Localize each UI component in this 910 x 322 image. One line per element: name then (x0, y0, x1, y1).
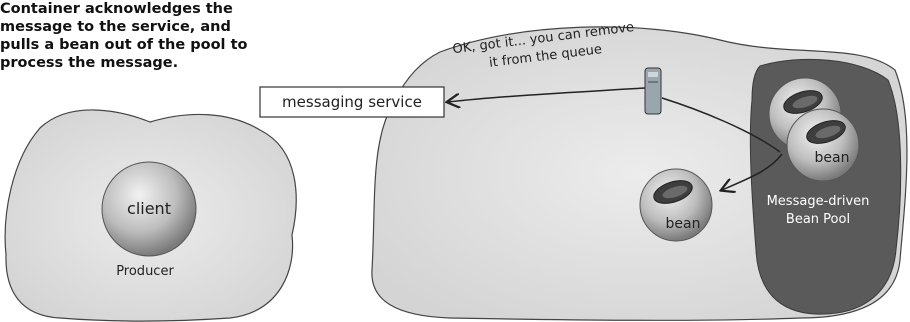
messaging-service-box: messaging service (260, 87, 444, 117)
pool-label-line: Message-driven (767, 194, 870, 209)
client-label: client (127, 199, 171, 218)
pulled-bean-label: bean (666, 216, 701, 232)
client-node: client (102, 162, 196, 256)
container-device-icon (645, 68, 661, 114)
pool-bean-front: bean (787, 109, 859, 181)
pool-label-line: Bean Pool (786, 212, 850, 227)
pulled-bean: bean (640, 169, 712, 241)
producer-label: Producer (116, 264, 174, 279)
pool-bean-label: bean (815, 150, 850, 166)
messaging-service-label: messaging service (282, 93, 422, 111)
